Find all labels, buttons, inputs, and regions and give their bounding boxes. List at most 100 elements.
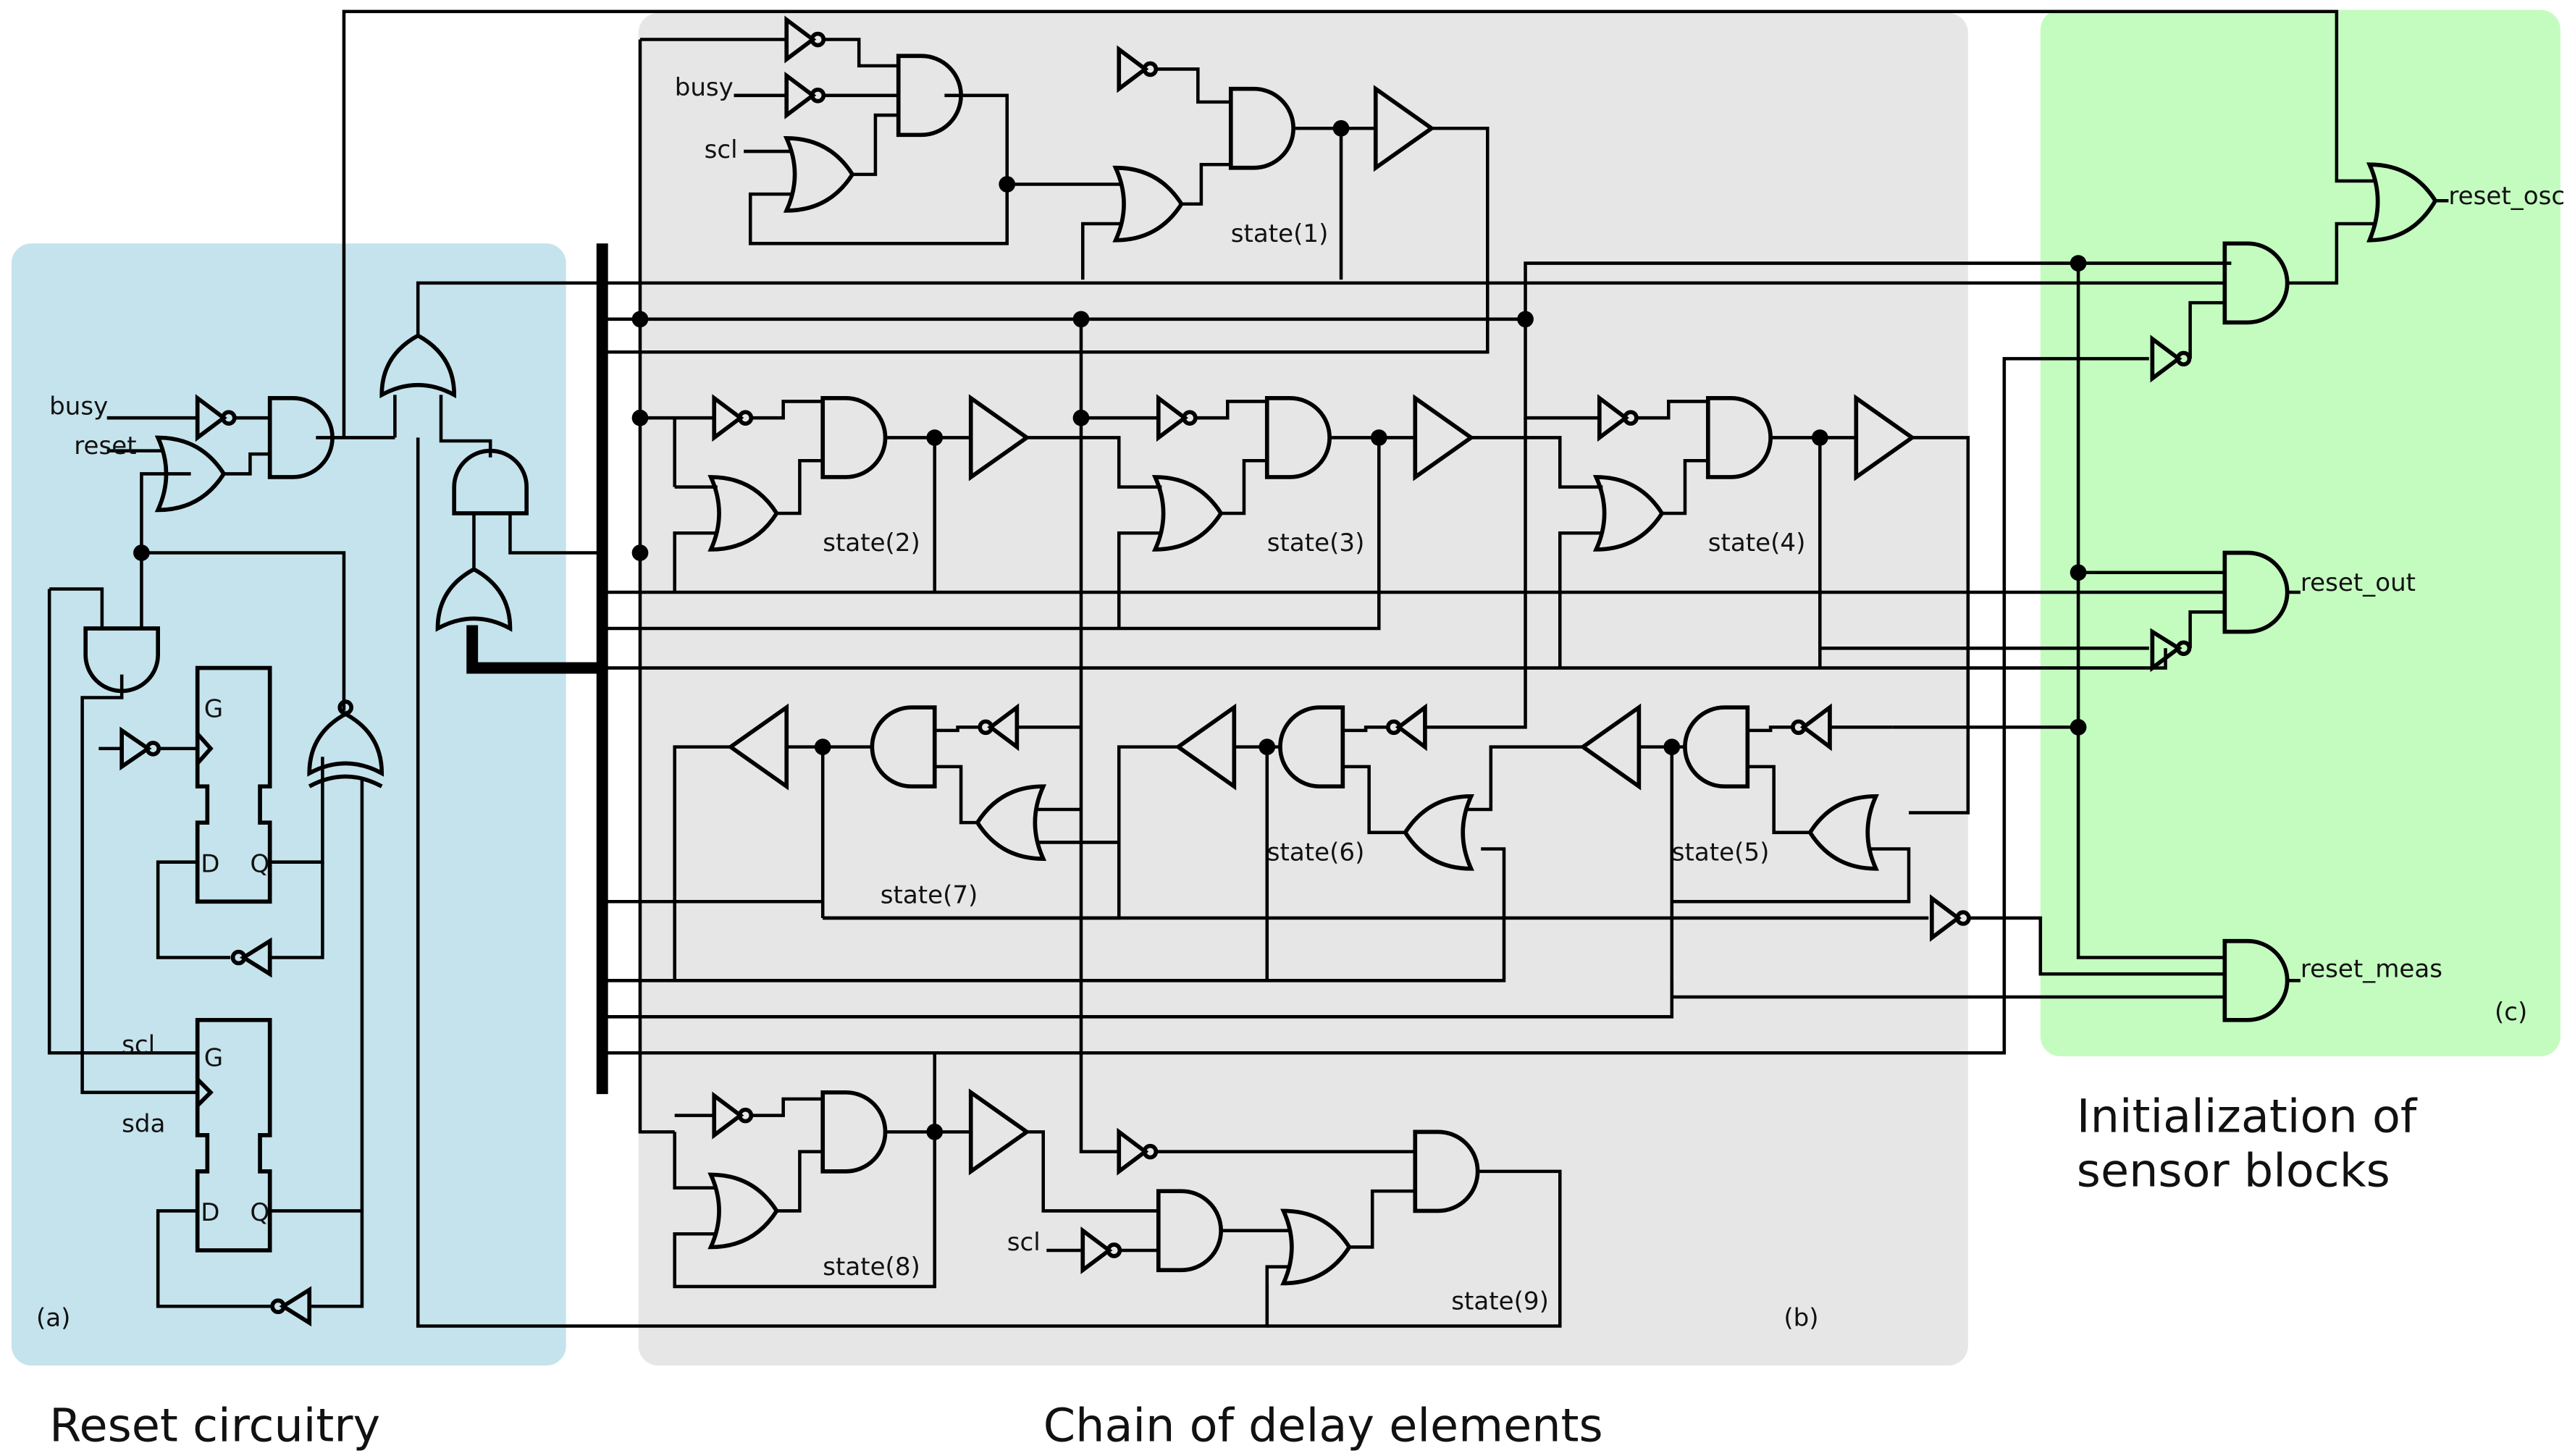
label-state4: state(4)	[1708, 529, 1806, 557]
tap	[602, 847, 1506, 982]
label-sda-a: sda	[122, 1109, 165, 1138]
label-state7: state(7)	[881, 881, 978, 910]
wire	[602, 648, 2167, 670]
label-state1: state(1)	[1231, 219, 1329, 248]
and-gate-reset	[267, 396, 335, 479]
or-gate-a-top	[379, 333, 457, 399]
label-busy-b: busy	[675, 73, 734, 102]
wire	[638, 319, 675, 1134]
and-gate-s9a	[1156, 1189, 1223, 1273]
latch-1-Q: Q	[250, 849, 269, 878]
wire	[1266, 1169, 1562, 1328]
label-state5: state(5)	[1672, 838, 1770, 867]
latch-2-D: D	[201, 1198, 219, 1227]
label-state9: state(9)	[1451, 1287, 1549, 1316]
not-gate-reset-out	[2150, 628, 2182, 673]
not-bubble	[810, 31, 826, 48]
label-reset-a: reset	[74, 432, 136, 460]
caption-reset-circuitry: Reset circuitry	[49, 1400, 380, 1453]
and-gate-latch	[83, 626, 160, 694]
wire	[47, 589, 198, 1055]
buffer-s8	[968, 1088, 1030, 1176]
caption-delay-chain: Chain of delay elements	[1043, 1400, 1603, 1453]
not-bubble	[230, 949, 247, 966]
wire	[2287, 222, 2377, 285]
top-reset-wire	[342, 9, 2377, 438]
panel-c-tag: (c)	[2495, 998, 2527, 1027]
label-scl-s9: scl	[1007, 1228, 1041, 1257]
wire	[508, 513, 602, 555]
wire	[1027, 1130, 1159, 1213]
label-busy-a: busy	[49, 392, 108, 421]
not-bubble	[337, 699, 354, 715]
panel-delay-chain	[638, 13, 1968, 1366]
latch-1-D: D	[201, 849, 219, 878]
label-state3: state(3)	[1267, 529, 1365, 557]
wire	[673, 1132, 937, 1289]
wire	[416, 281, 602, 336]
buffer-s1	[1373, 85, 1435, 172]
bus-feed	[466, 625, 602, 674]
wire	[852, 113, 899, 177]
wire	[1524, 319, 1600, 420]
wire	[1079, 319, 1119, 1153]
label-reset-meas: reset_meas	[2301, 955, 2442, 984]
wire	[80, 691, 198, 1095]
caption-init-line2: sensor blocks	[2077, 1144, 2390, 1198]
panel-reset-circuitry	[11, 243, 566, 1366]
stage-state2	[673, 394, 1030, 593]
wire	[309, 780, 364, 1308]
panel-sensor-init	[2040, 9, 2560, 1056]
not-bubble	[1142, 61, 1159, 77]
latch-2-G: G	[204, 1043, 223, 1072]
wire	[1670, 980, 2225, 999]
wire	[2188, 610, 2225, 649]
or-gate-a-low	[435, 566, 513, 632]
latch-2-Q: Q	[250, 1198, 269, 1227]
clk-mark	[196, 732, 214, 765]
not-gate-s1b	[784, 71, 817, 119]
not-bubble	[145, 741, 161, 757]
wire	[2188, 300, 2225, 359]
wire	[1080, 222, 1122, 280]
wire	[752, 1097, 823, 1117]
latch-1	[195, 665, 272, 904]
and-gate-s9b	[1413, 1129, 1480, 1213]
stage-state4	[1471, 394, 1970, 815]
or-gate-s9	[1280, 1208, 1352, 1286]
xor-gate	[307, 711, 385, 777]
wire	[776, 1150, 823, 1213]
not-gate-chain	[1929, 894, 1962, 942]
stage-state5	[1579, 703, 1911, 904]
panel-b-tag: (b)	[1784, 1303, 1818, 1332]
not-bubble	[1106, 1242, 1122, 1258]
not-bubble	[1955, 910, 1971, 926]
label-reset-osci: reset_osci	[2448, 182, 2567, 211]
not-bubble	[737, 1107, 754, 1124]
not-gate-s1a	[784, 15, 817, 64]
label-scl-b: scl	[705, 135, 738, 164]
wire	[1181, 162, 1231, 206]
wire	[748, 93, 1009, 245]
panel-a-tag: (a)	[36, 1303, 70, 1332]
caption-init-line1: Initialization of	[2077, 1090, 2418, 1143]
wire	[224, 452, 270, 476]
wire	[673, 1132, 718, 1190]
not-bubble	[221, 410, 237, 426]
wire	[156, 1209, 274, 1308]
and-gate-reset-out	[2222, 550, 2290, 634]
wire	[1524, 261, 2232, 319]
wire	[1265, 1265, 1290, 1326]
wire	[824, 38, 899, 68]
label-reset-out: reset_out	[2301, 568, 2416, 597]
tap	[602, 126, 1490, 354]
label-scl-a: scl	[122, 1030, 155, 1059]
not-gate-osci	[2150, 334, 2182, 383]
and-gate-a-mid	[452, 448, 529, 516]
not-bubble	[810, 88, 826, 104]
clk-mark	[196, 1077, 214, 1108]
label-state6: state(6)	[1267, 838, 1365, 867]
latch-2	[195, 1017, 272, 1253]
xor-gate-bar	[308, 774, 383, 788]
and-gate-osci	[2222, 241, 2290, 325]
